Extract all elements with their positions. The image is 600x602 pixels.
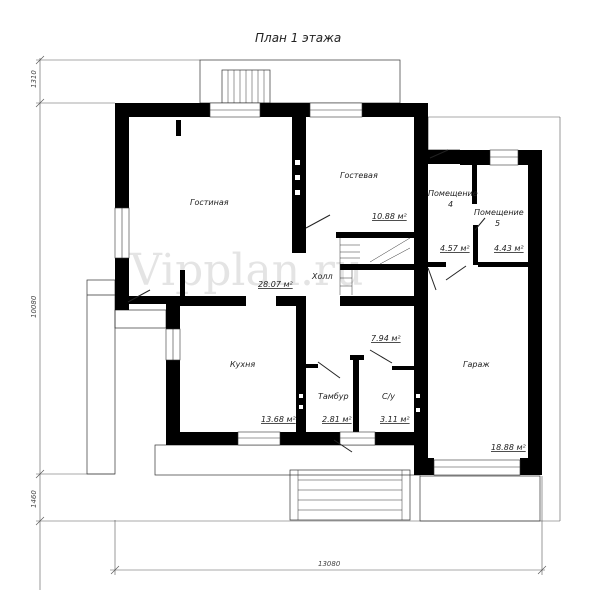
dimension-lines <box>35 55 561 590</box>
room-gostinaya-label: Гостиная <box>190 198 229 207</box>
plan-title: План 1 этажа <box>255 31 341 45</box>
staircase <box>339 237 411 295</box>
room-5-label-line1: Помещение <box>474 208 524 217</box>
room-wc-area: 3.11 м² <box>380 415 410 424</box>
dim-left-top: 1310 <box>30 70 38 88</box>
room-kitchen-label: Кухня <box>230 360 255 369</box>
windows <box>114 102 521 476</box>
room-tambur-area: 2.81 м² <box>322 415 352 424</box>
dim-bottom: 13080 <box>318 560 341 568</box>
room-kitchen-area: 13.68 м² <box>261 415 296 424</box>
room-5-area: 4.43 м² <box>494 244 524 253</box>
doors <box>127 149 486 453</box>
dim-left-bottom: 1460 <box>30 490 38 508</box>
room-4-label-line1: Помещение <box>428 189 478 198</box>
room-corridor-area: 7.94 м² <box>371 334 401 343</box>
room-wc-label: С/у <box>382 392 395 401</box>
room-gostevaya-label: Гостевая <box>340 171 378 180</box>
watermark: Vipplan.ru <box>129 245 363 296</box>
room-4-area: 4.57 м² <box>440 244 470 253</box>
room-hall-label: Холл <box>311 272 333 281</box>
room-garage-area: 18.88 м² <box>491 443 526 452</box>
room-4-label-line2: 4 <box>448 200 453 209</box>
dim-left-middle: 10080 <box>30 295 38 318</box>
room-gostevaya-area: 10.88 м² <box>372 212 407 221</box>
room-garage-label: Гараж <box>463 360 490 369</box>
room-5-label-line2: 5 <box>495 219 500 228</box>
ventilation-ducts <box>295 160 420 412</box>
room-tambur-label: Тамбур <box>318 392 349 401</box>
room-hall-area: 28.07 м² <box>258 280 293 289</box>
